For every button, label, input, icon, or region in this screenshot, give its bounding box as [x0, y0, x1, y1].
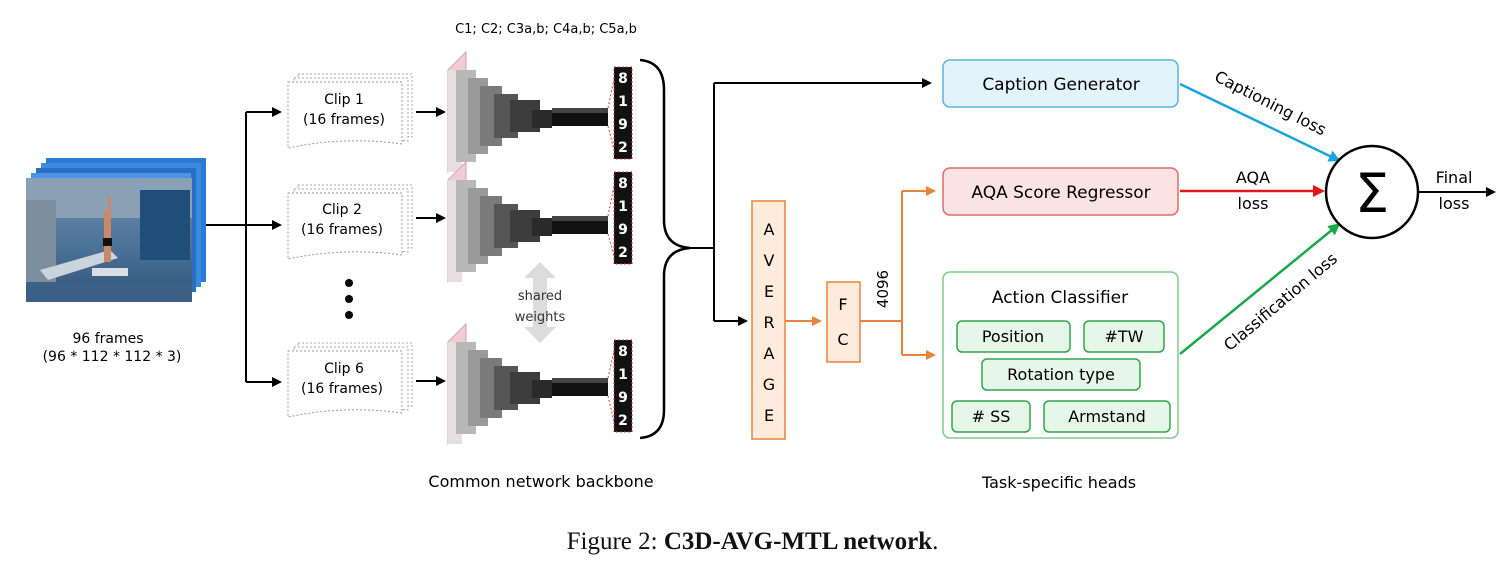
- average-letter: A: [764, 220, 775, 239]
- action-classifier-title: Action Classifier: [992, 288, 1128, 308]
- clip-1-doc: Clip 1 (16 frames): [287, 73, 413, 149]
- aqa-regressor-label: AQA Score Regressor: [971, 183, 1150, 203]
- action-item-tw: [1083, 320, 1165, 353]
- clip-to-net-arrows: [416, 107, 446, 386]
- backbone-label: Common network backbone: [428, 472, 653, 491]
- aqa-loss-line2: loss: [1238, 194, 1269, 213]
- figure-caption-title: C3D-AVG-MTL network: [663, 528, 933, 555]
- clip-6-doc: Clip 6 (16 frames): [287, 342, 413, 418]
- figure-caption: Figure 2: C3D-AVG-MTL network.: [0, 528, 1505, 556]
- clip-2-name: Clip 2: [322, 202, 362, 218]
- fc-dim-label: 4096: [874, 270, 892, 308]
- action-item-ss: [951, 400, 1031, 433]
- clip-1-frames: (16 frames): [303, 112, 385, 128]
- action-item-label: Position: [982, 327, 1044, 346]
- final-loss-line1: Final: [1436, 168, 1473, 187]
- figure-caption-suffix: .: [932, 528, 939, 555]
- fc-letter: C: [837, 330, 848, 349]
- action-item-rotation: [981, 358, 1141, 391]
- conv-layers-label: C1; C2; C3a,b; C4a,b; C5a,b: [455, 22, 637, 37]
- c3d-network-1: [447, 50, 617, 174]
- feature-digit: 2: [618, 140, 628, 156]
- clip-6-name: Clip 6: [324, 361, 364, 377]
- input-frames-label: 96 frames: [72, 331, 143, 347]
- heads-label: Task-specific heads: [981, 473, 1136, 492]
- aqa-loss-line1: AQA: [1236, 168, 1270, 187]
- average-layer: A V E R A G E: [751, 200, 786, 440]
- action-item-label: Armstand: [1068, 407, 1146, 426]
- action-item-label: Rotation type: [1007, 365, 1115, 384]
- fc-to-heads-arrows: [860, 186, 936, 360]
- feature-digit: 8: [618, 71, 628, 87]
- action-item-armstand: [1043, 400, 1171, 433]
- diver-frame-image: [26, 178, 192, 302]
- shared-weights-line1: shared: [518, 289, 562, 304]
- shared-weights-line2: weights: [515, 310, 566, 325]
- clip-ellipsis: [345, 279, 353, 319]
- sigma-icon: Σ: [1355, 162, 1389, 225]
- feature-digit: 8: [618, 176, 628, 192]
- c3d-network-6: [447, 322, 617, 446]
- clip-2-doc: Clip 2 (16 frames): [287, 184, 413, 260]
- classification-loss-label: Classification loss: [1220, 249, 1341, 355]
- classification-loss-arrow: [1179, 223, 1341, 355]
- clip-6-frames: (16 frames): [301, 381, 383, 397]
- feature-digit: 2: [618, 245, 628, 261]
- final-loss-line2: loss: [1439, 194, 1470, 213]
- action-item-label: #TW: [1105, 327, 1144, 346]
- input-frames-stack: [26, 158, 206, 302]
- figure-caption-prefix: Figure 2:: [566, 528, 658, 555]
- shared-weights-arrow: shared weights: [515, 262, 566, 343]
- curly-brace: [639, 58, 691, 440]
- action-classifier-box: Action Classifier Position #TW Rotation …: [942, 271, 1179, 439]
- network-diagram: 96 frames (96 * 112 * 112 * 3) Clip 1 (1…: [26, 22, 1496, 492]
- feature-digit: 1: [618, 367, 628, 383]
- average-letter: E: [764, 406, 774, 425]
- c3d-network-2: [447, 160, 617, 284]
- feature-digit: 9: [618, 222, 628, 238]
- feature-digit: 9: [618, 390, 628, 406]
- clip-1-name: Clip 1: [324, 92, 364, 108]
- feature-vector-6: 8 1 9 2: [613, 339, 633, 433]
- average-letter: A: [764, 344, 775, 363]
- clip-2-frames: (16 frames): [301, 222, 383, 238]
- feature-digit: 1: [618, 199, 628, 215]
- caption-generator-box: Caption Generator: [942, 59, 1179, 108]
- action-item-label: # SS: [972, 407, 1011, 426]
- split-arrows: [206, 107, 282, 387]
- brace-arrows: [690, 78, 932, 326]
- average-letter: R: [763, 313, 774, 332]
- fc-letter: F: [838, 295, 847, 314]
- average-letter: E: [764, 282, 774, 301]
- sum-node: Σ: [1324, 144, 1420, 240]
- feature-digit: 9: [618, 117, 628, 133]
- feature-digit: 2: [618, 413, 628, 429]
- input-dims-label: (96 * 112 * 112 * 3): [43, 349, 182, 365]
- action-item-position: [956, 320, 1071, 353]
- feature-digit: 8: [618, 344, 628, 360]
- average-letter: G: [763, 375, 775, 394]
- captioning-loss-arrow: [1179, 82, 1341, 162]
- caption-generator-label: Caption Generator: [982, 75, 1139, 95]
- average-letter: V: [764, 251, 775, 270]
- feature-vector-1: 8 1 9 2: [613, 66, 633, 160]
- fc-layer: F C: [826, 281, 861, 363]
- aqa-regressor-box: AQA Score Regressor: [942, 167, 1179, 216]
- feature-vector-2: 8 1 9 2: [613, 171, 633, 265]
- feature-digit: 1: [618, 94, 628, 110]
